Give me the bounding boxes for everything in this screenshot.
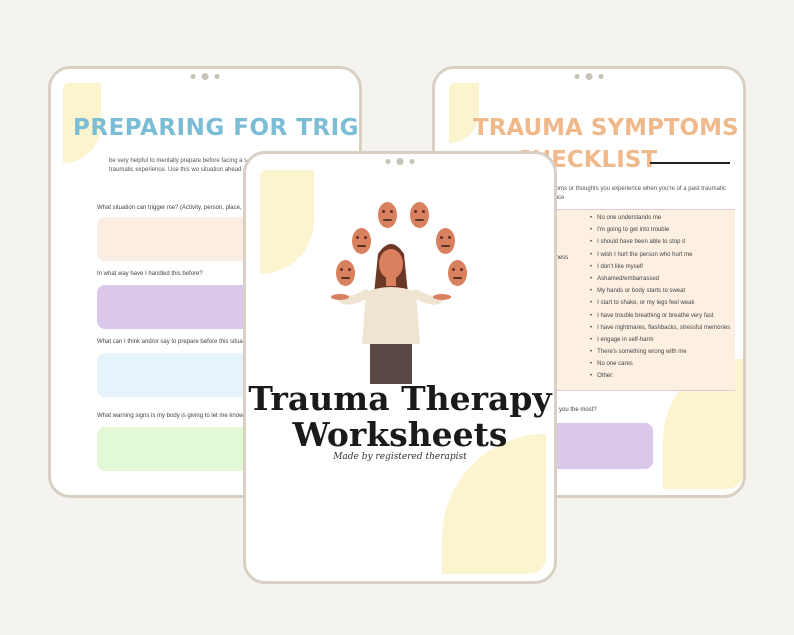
text-fragment: you the most? (559, 407, 597, 413)
woman-illustration (331, 244, 451, 384)
emotion-face-icon (410, 202, 429, 228)
cover-title-line1: Trauma Therapy (248, 379, 552, 418)
emotion-face-icon (378, 202, 397, 228)
checklist-item: There's something wrong with me (590, 349, 730, 361)
checklist-item: Ashamed/embarrassed (590, 276, 730, 288)
checklist-item: I wish I hurt the person who hurt me (590, 252, 730, 264)
emotion-face-icon (352, 228, 371, 254)
worksheet-intro: y symptoms or thoughts you experience wh… (535, 186, 726, 201)
decorative-blob (260, 170, 314, 274)
checklist-item: I have trouble breathing or breathe very… (590, 313, 730, 325)
tablet-camera (190, 73, 220, 80)
checklist-item: I'm going to get into trouble (590, 227, 730, 239)
cover-subtitle: Made by registered therapist (333, 452, 467, 462)
question-3: What can I think and/or say to prepare b… (97, 339, 243, 345)
worksheet-intro: be very helpful to mentally prepare befo… (109, 158, 284, 173)
emotion-face-icon (448, 260, 467, 286)
symptom-checklist: No one understands me I'm going to get i… (590, 215, 730, 386)
cover-page-trauma-therapy-worksheets: Trauma Therapy Worksheets Made by regist… (243, 151, 557, 584)
answer-box (545, 423, 653, 469)
question-4: What warning signs is my body is giving … (97, 413, 244, 419)
worksheet-title: TRAUMA SYMPTOMS (473, 115, 739, 141)
tablet-camera (385, 158, 415, 165)
checklist-item: I don't like myself (590, 264, 730, 276)
checklist-item: I should have been able to stop it (590, 239, 730, 251)
checklist-item: I have nightmares, flashbacks, stressful… (590, 325, 730, 337)
title-underline (650, 162, 730, 164)
question-1: What situation can trigger me? (Activity… (97, 205, 242, 211)
checklist-item: I engage in self-harm (590, 337, 730, 349)
checklist-item: No one cares (590, 361, 730, 373)
worksheet-title: PREPARING FOR TRIGGEI (73, 115, 360, 141)
checklist-item: Other: (590, 373, 730, 385)
emotion-face-icon (436, 228, 455, 254)
checklist-item: I start to shake, or my legs feel weak (590, 300, 730, 312)
checklist-item: My hands or body starts to sweat (590, 288, 730, 300)
cover-title-line2: Worksheets (292, 415, 508, 454)
checklist-item: No one understands me (590, 215, 730, 227)
tablet-camera (574, 73, 604, 80)
emotion-face-icon (336, 260, 355, 286)
question-2: In what way have I handled this before? (97, 271, 203, 277)
